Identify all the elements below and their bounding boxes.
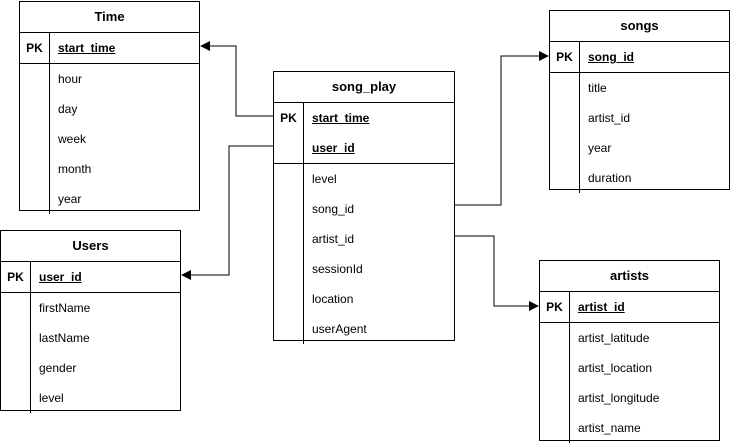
song-play-field-location: location — [312, 292, 354, 306]
song-play-field-row[interactable]: song_id — [274, 194, 454, 224]
time-table-title: Time — [20, 2, 199, 33]
pk-label: PK — [1, 262, 31, 292]
connector-artist-id-to-artists — [455, 235, 539, 311]
users-field-first-name: firstName — [39, 301, 91, 315]
users-field-row[interactable]: level — [1, 383, 180, 413]
connector-start-time-to-time — [200, 41, 273, 117]
time-pk-start-time: start_time — [58, 41, 116, 55]
pk-label: PK — [274, 103, 304, 133]
pk-label: PK — [20, 33, 50, 63]
time-field-year: year — [58, 192, 82, 206]
connector-song-id-to-songs — [455, 51, 549, 206]
songs-pk-song-id: song_id — [588, 50, 635, 64]
artists-field-row[interactable]: artist_longitude — [540, 383, 719, 413]
pk-label: PK — [550, 42, 580, 72]
users-pk-user-id: user_id — [39, 270, 82, 284]
song-play-table-title: song_play — [274, 72, 454, 103]
song-play-field-row[interactable]: location — [274, 284, 454, 314]
song-play-pk-row-start-time[interactable]: PK start_time — [274, 103, 454, 133]
song-play-field-song-id: song_id — [312, 202, 355, 216]
artists-table[interactable]: artists PK artist_id artist_latitude art… — [539, 260, 720, 443]
time-field-hour: hour — [58, 72, 83, 86]
time-field-row[interactable]: month — [20, 154, 199, 184]
users-table-title: Users — [1, 231, 180, 262]
users-table[interactable]: Users PK user_id firstName lastName gend… — [0, 230, 181, 413]
time-field-row[interactable]: week — [20, 124, 199, 154]
users-field-row[interactable]: lastName — [1, 323, 180, 353]
users-field-gender: gender — [39, 361, 77, 375]
song-play-pk-user-id: user_id — [312, 141, 355, 155]
songs-field-row[interactable]: title — [550, 73, 729, 103]
users-field-level: level — [39, 391, 64, 405]
song-play-field-level: level — [312, 172, 337, 186]
songs-field-row[interactable]: artist_id — [550, 103, 729, 133]
users-field-row[interactable]: gender — [1, 353, 180, 383]
song-play-table[interactable]: song_play PK start_time user_id level so… — [273, 71, 455, 344]
time-field-row[interactable]: hour — [20, 64, 199, 94]
song-play-field-row[interactable]: userAgent — [274, 314, 454, 344]
songs-field-duration: duration — [588, 171, 632, 185]
song-play-field-row[interactable]: level — [274, 164, 454, 194]
users-field-last-name: lastName — [39, 331, 90, 345]
time-pk-row[interactable]: PK start_time — [20, 33, 199, 64]
songs-field-row[interactable]: duration — [550, 163, 729, 193]
songs-field-artist-id: artist_id — [588, 111, 631, 125]
songs-field-year: year — [588, 141, 612, 155]
artists-field-row[interactable]: artist_location — [540, 353, 719, 383]
song-play-field-row[interactable]: sessionId — [274, 254, 454, 284]
songs-table[interactable]: songs PK song_id title artist_id year du… — [549, 10, 730, 193]
songs-field-title: title — [588, 81, 607, 95]
artists-field-location: artist_location — [578, 361, 653, 375]
song-play-pk-start-time: start_time — [312, 111, 370, 125]
song-play-field-user-agent: userAgent — [312, 322, 367, 336]
artists-field-longitude: artist_longitude — [578, 391, 660, 405]
time-table[interactable]: Time PK start_time hour day week month y… — [19, 1, 200, 214]
artists-field-name: artist_name — [578, 421, 641, 435]
artists-field-row[interactable]: artist_name — [540, 413, 719, 443]
song-play-pk-row-user-id[interactable]: user_id — [274, 133, 454, 164]
songs-table-title: songs — [550, 11, 729, 42]
songs-pk-row[interactable]: PK song_id — [550, 42, 729, 73]
artists-table-title: artists — [540, 261, 719, 292]
artists-field-row[interactable]: artist_latitude — [540, 323, 719, 353]
song-play-field-artist-id: artist_id — [312, 232, 355, 246]
users-pk-row[interactable]: PK user_id — [1, 262, 180, 293]
artists-pk-row[interactable]: PK artist_id — [540, 292, 719, 323]
artists-pk-artist-id: artist_id — [578, 300, 625, 314]
artists-field-latitude: artist_latitude — [578, 331, 650, 345]
time-field-month: month — [58, 162, 92, 176]
songs-field-row[interactable]: year — [550, 133, 729, 163]
time-field-row[interactable]: year — [20, 184, 199, 214]
users-field-row[interactable]: firstName — [1, 293, 180, 323]
time-field-week: week — [58, 132, 87, 146]
pk-label: PK — [540, 292, 570, 322]
song-play-field-session-id: sessionId — [312, 262, 363, 276]
time-field-day: day — [58, 102, 78, 116]
song-play-field-row[interactable]: artist_id — [274, 224, 454, 254]
time-field-row[interactable]: day — [20, 94, 199, 124]
